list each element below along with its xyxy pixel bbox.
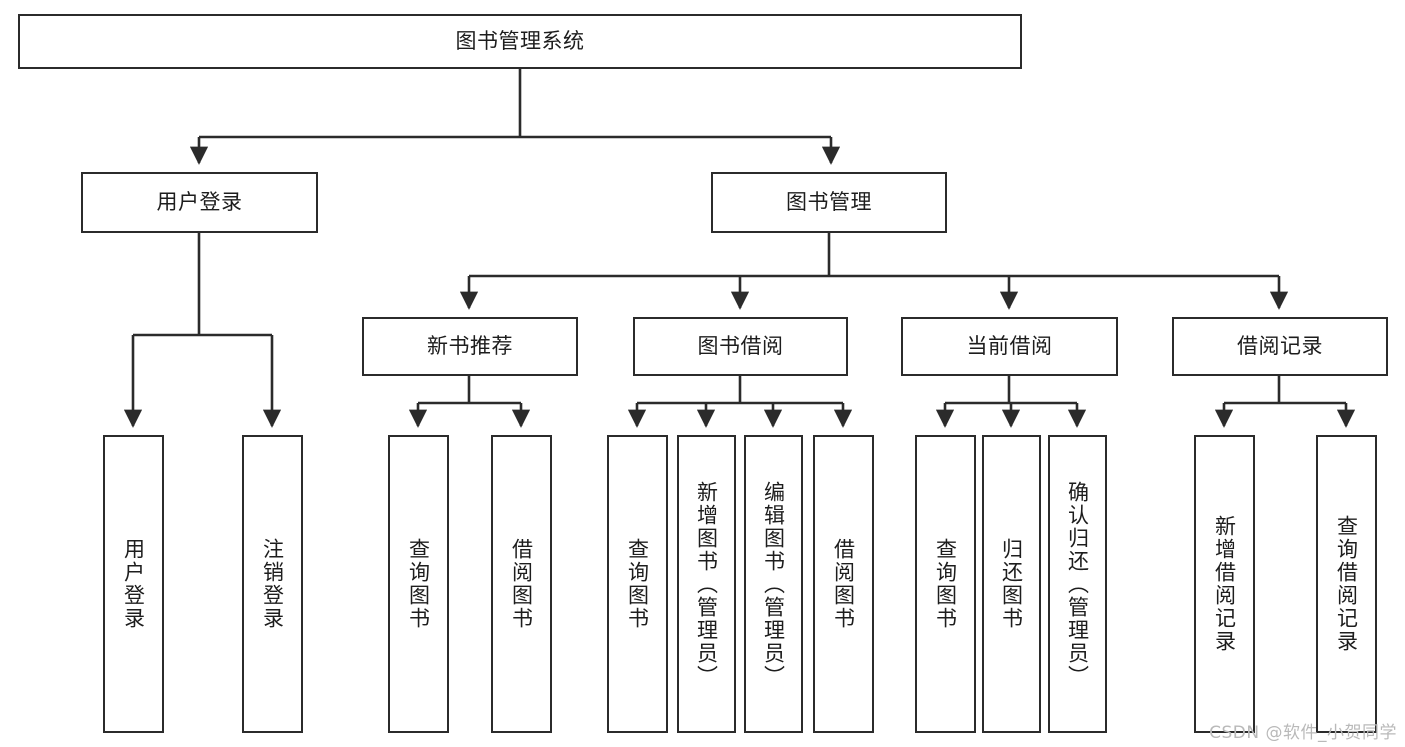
node-leaf-query-book-1[interactable]: 查询图书 — [388, 435, 449, 733]
node-leaf-borrow-book-1-label: 借阅图书 — [509, 538, 534, 630]
node-book-manage-label: 图书管理 — [786, 189, 872, 214]
node-new-book[interactable]: 新书推荐 — [362, 317, 578, 376]
node-leaf-login-label: 用户登录 — [121, 538, 146, 630]
node-leaf-query-book-3-label: 查询图书 — [933, 538, 958, 630]
node-leaf-add-book-label: 新增图书（管理员） — [694, 480, 719, 688]
node-root-label: 图书管理系统 — [455, 28, 585, 53]
node-leaf-borrow-book-1[interactable]: 借阅图书 — [491, 435, 552, 733]
node-leaf-return-book-label: 归还图书 — [999, 538, 1024, 630]
node-leaf-login[interactable]: 用户登录 — [103, 435, 164, 733]
node-leaf-confirm-return[interactable]: 确认归还（管理员） — [1048, 435, 1107, 733]
node-current-borrow-label: 当前借阅 — [966, 333, 1053, 358]
node-leaf-return-book[interactable]: 归还图书 — [982, 435, 1041, 733]
node-book-borrow[interactable]: 图书借阅 — [633, 317, 848, 376]
node-leaf-query-book-2[interactable]: 查询图书 — [607, 435, 668, 733]
node-leaf-query-book-1-label: 查询图书 — [406, 538, 431, 630]
node-leaf-query-book-2-label: 查询图书 — [625, 538, 650, 630]
node-book-borrow-label: 图书借阅 — [697, 333, 784, 358]
node-leaf-query-record-label: 查询借阅记录 — [1334, 515, 1359, 653]
node-leaf-add-book[interactable]: 新增图书（管理员） — [677, 435, 736, 733]
node-user-login-label: 用户登录 — [156, 189, 243, 214]
node-leaf-confirm-return-label: 确认归还（管理员） — [1065, 480, 1090, 688]
node-borrow-record-label: 借阅记录 — [1237, 333, 1323, 358]
node-user-login[interactable]: 用户登录 — [81, 172, 318, 233]
node-leaf-borrow-book-2-label: 借阅图书 — [831, 538, 856, 630]
node-leaf-edit-book-label: 编辑图书（管理员） — [761, 480, 786, 688]
node-current-borrow[interactable]: 当前借阅 — [901, 317, 1118, 376]
node-leaf-edit-book[interactable]: 编辑图书（管理员） — [744, 435, 803, 733]
node-root[interactable]: 图书管理系统 — [18, 14, 1022, 69]
node-leaf-query-book-3[interactable]: 查询图书 — [915, 435, 976, 733]
node-leaf-logout[interactable]: 注销登录 — [242, 435, 303, 733]
node-leaf-logout-label: 注销登录 — [260, 538, 285, 630]
node-leaf-add-record-label: 新增借阅记录 — [1212, 515, 1237, 653]
node-leaf-borrow-book-2[interactable]: 借阅图书 — [813, 435, 874, 733]
node-leaf-query-record[interactable]: 查询借阅记录 — [1316, 435, 1377, 733]
node-borrow-record[interactable]: 借阅记录 — [1172, 317, 1388, 376]
node-new-book-label: 新书推荐 — [427, 333, 513, 358]
node-leaf-add-record[interactable]: 新增借阅记录 — [1194, 435, 1255, 733]
node-book-manage[interactable]: 图书管理 — [711, 172, 947, 233]
